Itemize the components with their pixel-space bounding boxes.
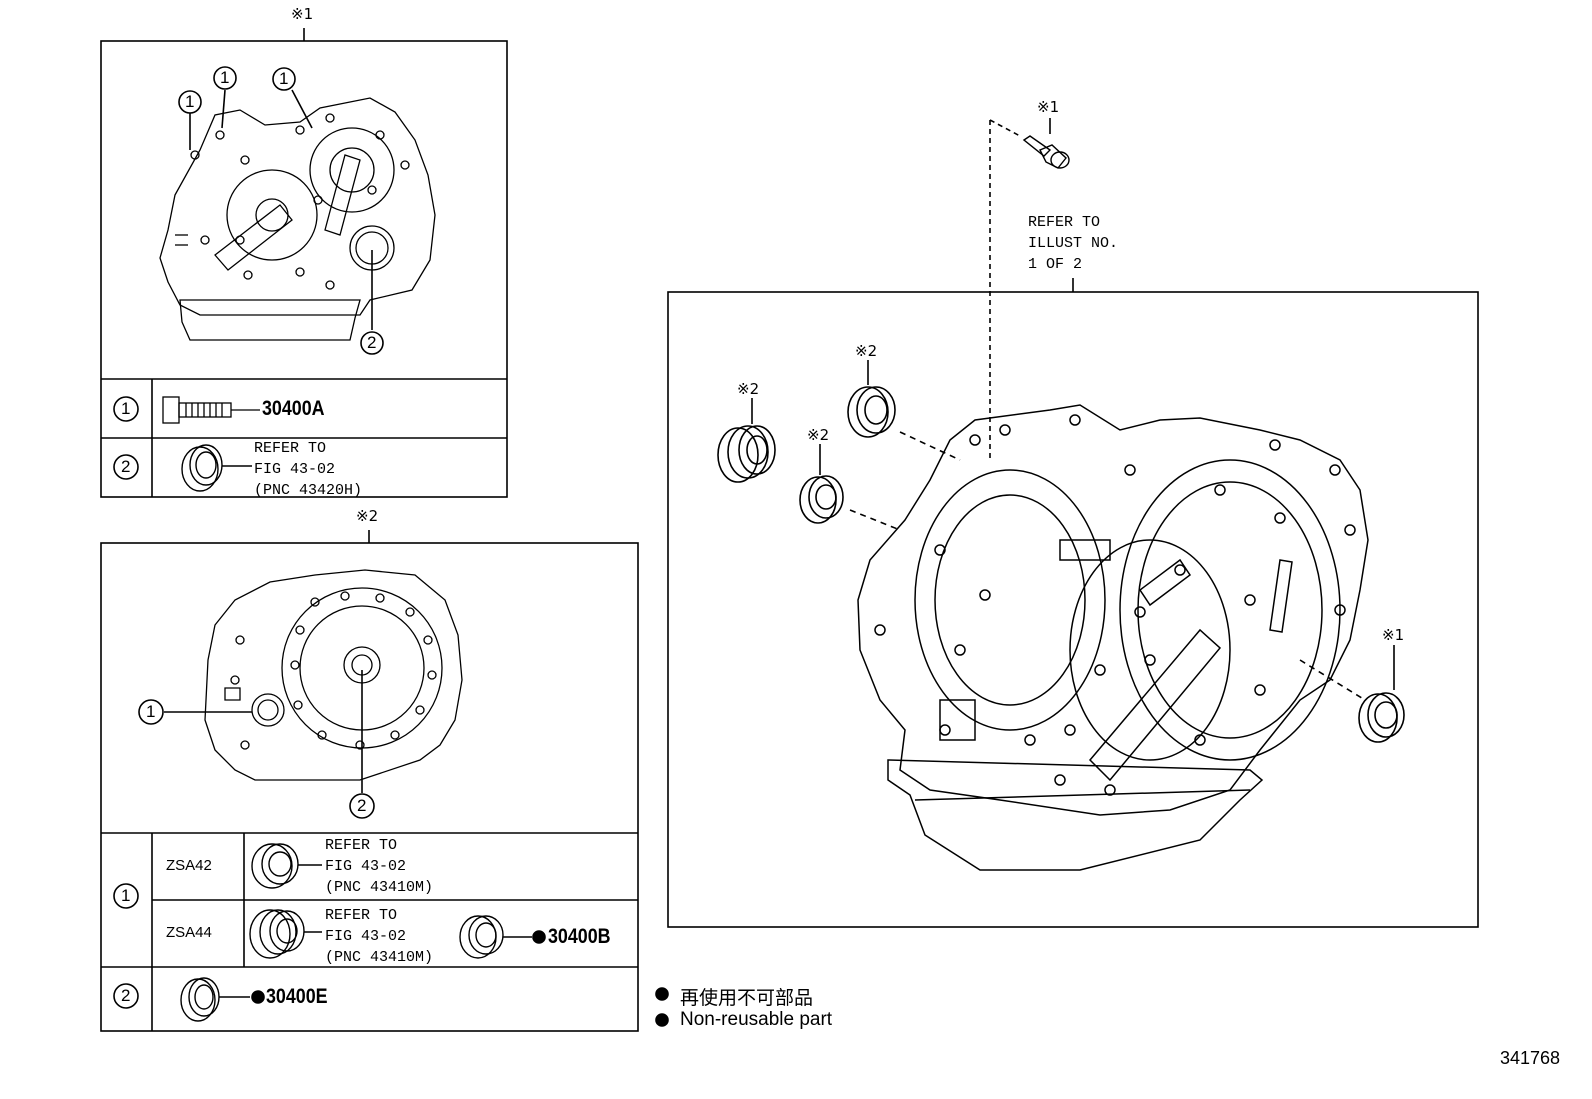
row-number: 2	[121, 986, 131, 1005]
refer-line: FIG 43-02	[325, 928, 407, 945]
seal-main-left	[717, 425, 776, 483]
refer-text-a: REFER TO FIG 43-02 (PNC 43420H)	[254, 438, 362, 501]
seal-icon-zsa44	[249, 909, 322, 959]
mark-seal-mid: ※2	[807, 426, 830, 444]
mark-bolt: ※1	[1037, 98, 1060, 116]
seal-icon-a	[181, 444, 252, 492]
refer-line: REFER TO	[325, 837, 398, 854]
refer-line: FIG 43-02	[325, 858, 407, 875]
callout-1: 1	[146, 702, 156, 721]
refer-line: (PNC 43410M)	[325, 949, 434, 966]
bolt-icon-a	[162, 396, 260, 424]
box-b-mark: ※2	[356, 507, 379, 525]
refer-text-zsa44: REFER TO FIG 43-02 (PNC 43410M)	[325, 905, 433, 968]
refer-line: REFER TO	[254, 440, 327, 457]
callout-1: 1	[279, 69, 289, 88]
legend-english: Non-reusable part	[680, 1009, 833, 1030]
seal-icon-30400e	[180, 977, 250, 1022]
mark-seal-right: ※1	[1382, 626, 1405, 644]
box-a-frame	[100, 40, 508, 498]
callout-circle	[178, 90, 202, 114]
callout-2: 2	[357, 796, 367, 815]
refer-text-main: REFER TO ILLUST NO. 1 OF 2	[1028, 212, 1118, 275]
part-number-30400e: 30400E	[266, 985, 328, 1008]
refer-line: 1 OF 2	[1028, 256, 1083, 273]
model-zsa44: ZSA44	[166, 924, 212, 941]
row-number: 1	[121, 399, 131, 418]
mark-seal-top: ※2	[855, 342, 878, 360]
part-number-30400b: 30400B	[548, 925, 611, 948]
seal-main-top	[847, 386, 896, 438]
part-number-30400a: 30400A	[262, 397, 325, 420]
bolt-icon-main	[1022, 135, 1070, 169]
refer-line: (PNC 43420H)	[254, 482, 363, 499]
row-number: 2	[121, 457, 131, 476]
refer-text-zsa42: REFER TO FIG 43-02 (PNC 43410M)	[325, 835, 433, 898]
seal-main-mid	[799, 475, 844, 524]
mark-seal-left: ※2	[737, 380, 760, 398]
callout-1: 1	[185, 92, 195, 111]
refer-line: (PNC 43410M)	[325, 879, 434, 896]
box-a-mark: ※1	[291, 5, 314, 23]
refer-line: REFER TO	[325, 907, 398, 924]
transmission-main	[857, 404, 1369, 871]
refer-line: ILLUST NO.	[1028, 235, 1119, 252]
callout-1: 1	[220, 68, 230, 87]
refer-line: REFER TO	[1028, 214, 1101, 231]
transmission-sketch-b	[204, 569, 463, 781]
diagram-number: 341768	[1500, 1048, 1561, 1068]
seal-icon-30400b	[459, 915, 532, 959]
seal-icon-zsa42	[251, 843, 322, 889]
model-zsa42: ZSA42	[166, 857, 212, 874]
seal-main-right	[1358, 692, 1405, 743]
callout-2: 2	[367, 333, 377, 352]
legend-japanese: 再使用不可部品	[680, 988, 814, 1009]
transmission-sketch-a	[159, 97, 436, 341]
refer-line: FIG 43-02	[254, 461, 336, 478]
row-number: 1	[121, 886, 131, 905]
